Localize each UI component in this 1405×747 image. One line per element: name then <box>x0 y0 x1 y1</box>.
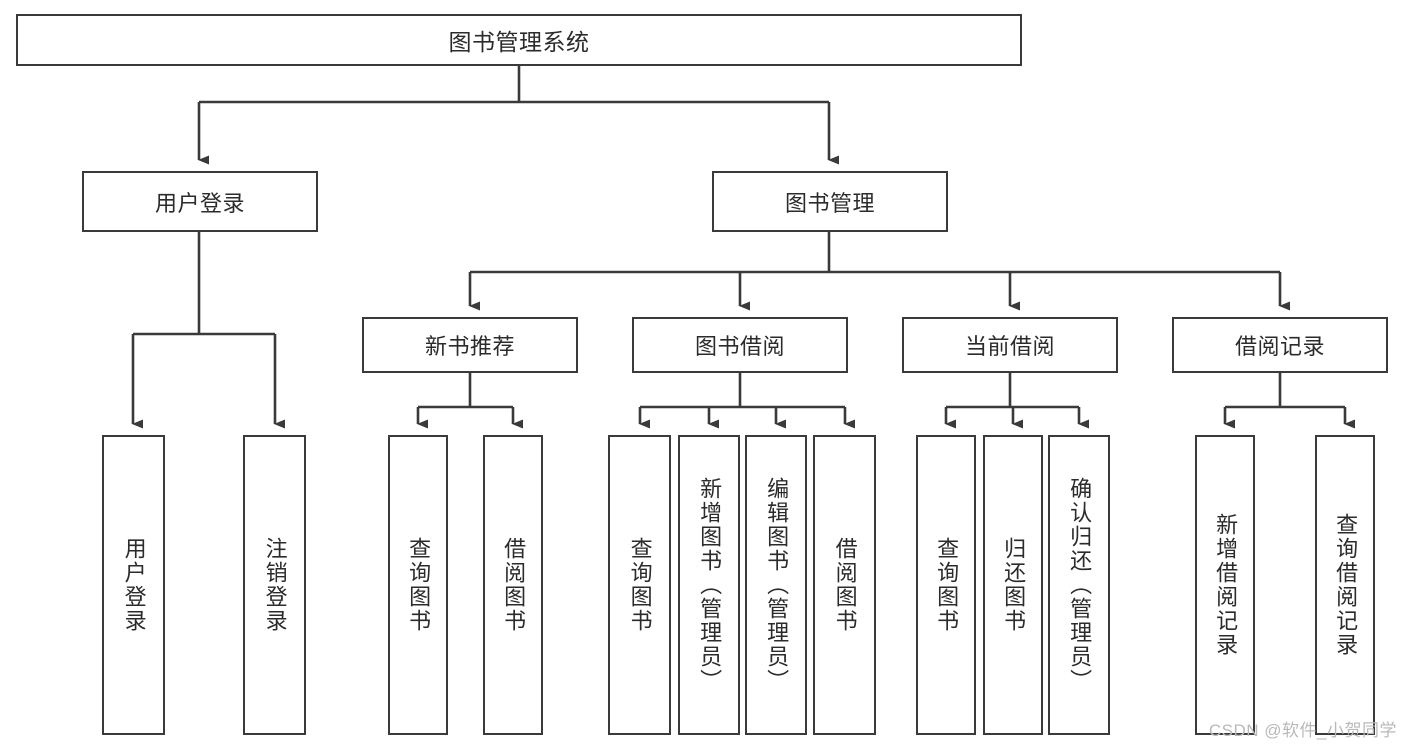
leaf-query-book-current[interactable]: 查询图书 <box>916 435 976 735</box>
node-label: 新增图书（管理员） <box>697 477 723 693</box>
node-label: 借阅记录 <box>1234 334 1325 359</box>
leaf-edit-book-admin[interactable]: 编辑图书（管理员） <box>745 435 807 735</box>
leaf-borrow-book-recommend[interactable]: 借阅图书 <box>483 435 543 735</box>
node-label: 借阅图书 <box>501 537 527 633</box>
node-label: 图书管理 <box>784 190 875 216</box>
node-label: 注销登录 <box>262 537 288 633</box>
leaf-borrow-book[interactable]: 借阅图书 <box>813 435 876 735</box>
node-label: 借阅图书 <box>832 537 858 633</box>
node-book-borrow[interactable]: 图书借阅 <box>632 317 848 373</box>
node-label: 确认归还（管理员） <box>1067 477 1093 693</box>
leaf-user-login[interactable]: 用户登录 <box>102 435 165 735</box>
node-root-book-management-system[interactable]: 图书管理系统 <box>16 14 1022 66</box>
node-label: 图书借阅 <box>694 334 785 359</box>
node-borrow-record[interactable]: 借阅记录 <box>1172 317 1388 373</box>
node-label: 查询图书 <box>627 537 653 633</box>
node-label: 当前借阅 <box>964 334 1055 359</box>
node-current-borrow[interactable]: 当前借阅 <box>902 317 1118 373</box>
node-label: 新增借阅记录 <box>1213 513 1239 657</box>
node-new-book-recommend[interactable]: 新书推荐 <box>362 317 578 373</box>
node-label: 用户登录 <box>154 190 245 216</box>
leaf-confirm-return-admin[interactable]: 确认归还（管理员） <box>1048 435 1110 735</box>
node-label: 新书推荐 <box>424 334 515 359</box>
leaf-return-book[interactable]: 归还图书 <box>983 435 1043 735</box>
node-label: 查询图书 <box>406 537 432 633</box>
leaf-query-book-recommend[interactable]: 查询图书 <box>388 435 448 735</box>
node-label: 查询图书 <box>934 537 960 633</box>
node-label: 编辑图书（管理员） <box>764 477 790 693</box>
csdn-watermark: CSDN @软件_小贺同学 <box>1208 721 1397 740</box>
node-label: 查询借阅记录 <box>1333 513 1359 657</box>
node-label: 归还图书 <box>1001 537 1027 633</box>
leaf-add-book-admin[interactable]: 新增图书（管理员） <box>678 435 740 735</box>
leaf-query-borrow-record[interactable]: 查询借阅记录 <box>1315 435 1375 735</box>
node-label: 图书管理系统 <box>448 29 590 55</box>
node-label: 用户登录 <box>121 537 147 633</box>
leaf-query-book-borrow[interactable]: 查询图书 <box>608 435 671 735</box>
node-user-login[interactable]: 用户登录 <box>82 171 318 232</box>
node-book-management[interactable]: 图书管理 <box>712 171 948 232</box>
leaf-add-borrow-record[interactable]: 新增借阅记录 <box>1195 435 1255 735</box>
leaf-user-logout[interactable]: 注销登录 <box>243 435 306 735</box>
